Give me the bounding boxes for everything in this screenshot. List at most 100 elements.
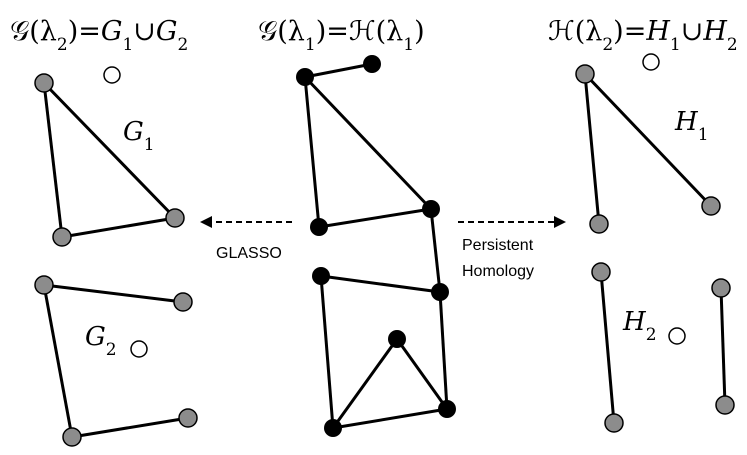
black-node	[363, 55, 381, 73]
title-left-g: G	[101, 16, 123, 47]
gray-node	[604, 413, 624, 433]
label-g1-main: G	[123, 117, 144, 147]
label-g1-sub: 1	[144, 135, 155, 155]
graph-h2: H2	[591, 262, 735, 433]
black-node	[422, 200, 440, 218]
edge	[318, 207, 432, 229]
white-node	[130, 340, 148, 358]
edge	[303, 76, 321, 228]
label-h1-main: H	[674, 107, 699, 137]
title-left-sub: 2	[57, 35, 68, 55]
edge	[42, 81, 177, 220]
graph-h1: H1	[575, 53, 721, 234]
white-node	[642, 53, 660, 71]
edge	[42, 284, 74, 438]
edge	[319, 275, 335, 429]
black-node	[310, 218, 328, 236]
graph-center	[296, 55, 456, 437]
arrow-glasso: GLASSO	[200, 216, 292, 262]
title-left-script: 𝒢	[10, 16, 29, 47]
title-left-close: )=	[68, 16, 101, 47]
edge	[304, 62, 373, 79]
edge	[583, 72, 713, 208]
gray-node	[34, 73, 54, 93]
edge	[303, 75, 433, 211]
title-left-g2: G	[156, 16, 178, 47]
edge	[43, 283, 184, 304]
title-left-lambda: (λ	[29, 16, 57, 47]
label-g2-sub: 2	[106, 340, 117, 360]
edge	[331, 338, 399, 429]
gray-node	[711, 278, 731, 298]
title-right-close: )=	[613, 16, 646, 47]
title-left-union: ∪	[133, 16, 156, 47]
title-center-close: )=	[316, 16, 349, 47]
title-center-lambda: (λ	[277, 16, 305, 47]
arrow-label-homology: Homology	[462, 263, 534, 280]
title-center: 𝒢(λ1)=ℋ(λ1)	[258, 16, 425, 55]
graph-g2: G2	[34, 275, 198, 447]
gray-node	[575, 64, 595, 84]
title-right-h-sub: 1	[670, 35, 681, 55]
label-h2-sub: 2	[646, 325, 657, 345]
black-node	[388, 330, 406, 348]
edge	[42, 82, 64, 238]
edge	[438, 291, 449, 410]
gray-node	[34, 275, 54, 295]
title-right-h2-sub: 2	[727, 35, 738, 55]
gray-node	[178, 408, 198, 428]
label-h1: H1	[674, 107, 709, 145]
arrowhead-right-icon	[554, 216, 566, 228]
edge	[320, 274, 441, 294]
title-center-script-h: ℋ	[349, 16, 376, 47]
black-node	[431, 283, 449, 301]
label-h2: H2	[622, 307, 657, 345]
gray-node	[701, 196, 721, 216]
title-right-sub: 2	[602, 35, 613, 55]
black-node	[324, 419, 342, 437]
gray-node	[62, 427, 82, 447]
gray-node	[715, 395, 735, 415]
title-right-h: H	[645, 16, 670, 47]
label-g1: G1	[123, 117, 155, 155]
white-node	[668, 327, 686, 345]
edge	[429, 208, 442, 293]
title-center-close2: )	[414, 16, 425, 47]
title-center-script-g: 𝒢	[258, 16, 277, 47]
edge	[599, 271, 616, 424]
edge	[332, 407, 448, 430]
title-right-union: ∪	[681, 16, 704, 47]
arrow-label-persistent: Persistent	[462, 237, 534, 254]
title-left: 𝒢(λ2)=G1∪G2	[10, 16, 188, 55]
gray-node	[591, 262, 611, 282]
gray-node	[165, 208, 185, 228]
title-left-g-sub: 1	[122, 35, 133, 55]
title-right-lambda: (λ	[575, 16, 603, 47]
edge	[61, 216, 176, 239]
white-node	[103, 66, 121, 84]
gray-node	[589, 214, 609, 234]
black-node	[296, 68, 314, 86]
label-h2-main: H	[622, 307, 647, 337]
black-node	[312, 267, 330, 285]
gray-node	[173, 292, 193, 312]
label-g2: G2	[85, 322, 117, 360]
title-right-script: ℋ	[548, 16, 575, 47]
title-center-sub2: 1	[403, 35, 414, 55]
edge	[71, 416, 189, 439]
arrow-persistent-homology: Persistent Homology	[458, 216, 566, 280]
label-g2-main: G	[85, 322, 106, 352]
title-right-h2: H	[702, 16, 727, 47]
title-right: ℋ(λ2)=H1∪H2	[548, 16, 738, 55]
title-center-lambda2: (λ	[376, 16, 404, 47]
title-left-g2-sub: 2	[178, 35, 189, 55]
arrow-label-glasso: GLASSO	[216, 245, 282, 262]
label-h1-sub: 1	[698, 125, 709, 145]
gray-node	[52, 227, 72, 247]
graph-g1: G1	[34, 66, 185, 247]
edge	[395, 338, 449, 410]
edge	[719, 287, 727, 406]
edge	[583, 73, 601, 225]
title-center-sub: 1	[305, 35, 316, 55]
